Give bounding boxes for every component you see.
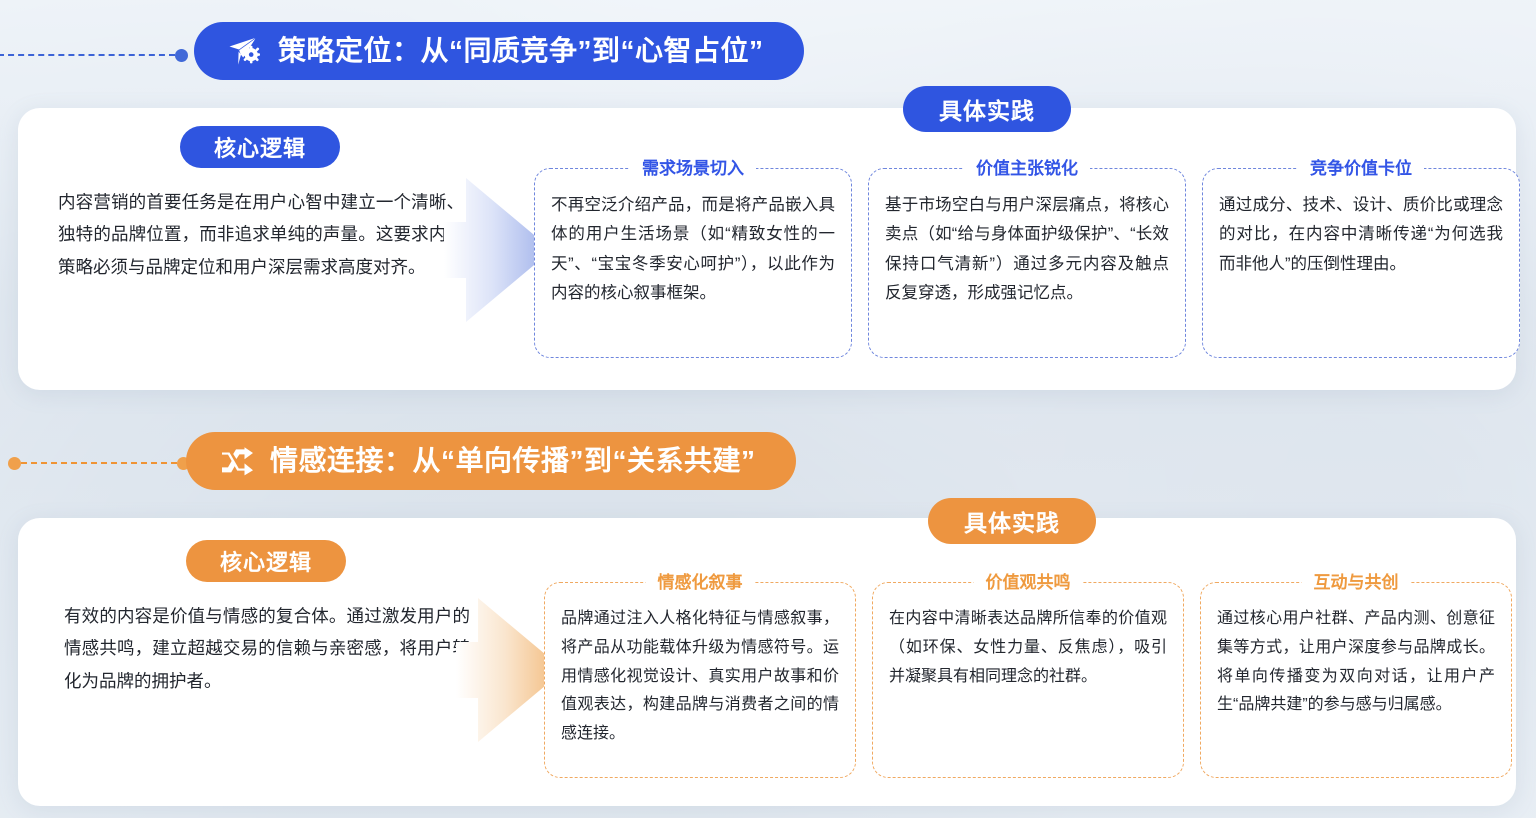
core-logic-badge-wrap: 核心逻辑 xyxy=(46,540,486,582)
practice-card-body: 基于市场空白与用户深层痛点，将核心卖点（如“给与身体面护级保护”、“长效保持口气… xyxy=(885,196,1169,303)
practice-badge-emotion: 具体实践 xyxy=(928,498,1096,544)
core-logic-badge-wrap: 核心逻辑 xyxy=(40,126,480,168)
connector-line-emotion xyxy=(8,456,190,470)
connector-dash xyxy=(0,54,175,56)
practice-card-title: 竞争价值卡位 xyxy=(1298,158,1424,180)
core-logic-column-emotion: 核心逻辑 有效的内容是价值与情感的复合体。通过激发用户的情感共鸣，建立超越交易的… xyxy=(46,540,486,697)
core-logic-badge: 核心逻辑 xyxy=(185,540,346,582)
flow-arrow-emotion xyxy=(456,590,566,750)
practice-card-title: 互动与共创 xyxy=(1301,572,1411,594)
core-logic-text: 有效的内容是价值与情感的复合体。通过激发用户的情感共鸣，建立超越交易的信赖与亲密… xyxy=(64,606,470,691)
practice-card-title: 价值观共鸣 xyxy=(973,572,1083,594)
section-header-title: 策略定位：从“同质竞争”到“心智占位” xyxy=(278,35,764,66)
connector-dot xyxy=(8,456,21,470)
core-logic-text: 内容营销的首要任务是在用户心智中建立一个清晰、独特的品牌位置，而非追求单纯的声量… xyxy=(58,192,464,277)
shuffle-arrows-icon xyxy=(220,446,254,476)
paper-plane-gear-icon xyxy=(228,36,262,66)
content-panel-emotion: 核心逻辑 有效的内容是价值与情感的复合体。通过激发用户的情感共鸣，建立超越交易的… xyxy=(18,498,1516,806)
practice-cards-emotion: 情感化叙事 品牌通过注入人格化特征与情感叙事，将产品从功能载体升级为情感符号。运… xyxy=(544,572,1512,778)
core-logic-column-strategy: 核心逻辑 内容营销的首要任务是在用户心智中建立一个清晰、独特的品牌位置，而非追求… xyxy=(40,126,480,283)
connector-dot xyxy=(175,48,188,62)
practice-badge-strategy: 具体实践 xyxy=(903,86,1071,132)
section-strategy: 策略定位：从“同质竞争”到“心智占位” 核心逻辑 内容营销的首要任务是在用户心智… xyxy=(0,0,1536,400)
practice-card-body: 通过核心用户社群、产品内测、创意征集等方式，让用户深度参与品牌成长。将单向传播变… xyxy=(1217,610,1495,714)
core-logic-badge: 核心逻辑 xyxy=(179,126,340,168)
flow-arrow-strategy xyxy=(444,170,554,330)
practice-card[interactable]: 价值观共鸣 在内容中清晰表达品牌所信奉的价值观（如环保、女性力量、反焦虑），吸引… xyxy=(872,572,1184,778)
section-emotion: 情感连接：从“单向传播”到“关系共建” 核心逻辑 有效的内容是价值与情感的复合体… xyxy=(8,432,1516,806)
practice-card[interactable]: 情感化叙事 品牌通过注入人格化特征与情感叙事，将产品从功能载体升级为情感符号。运… xyxy=(544,572,856,778)
practice-card-title: 情感化叙事 xyxy=(645,572,755,594)
practice-badge-label: 具体实践 xyxy=(903,86,1071,132)
practice-card-title: 需求场景切入 xyxy=(630,158,756,180)
practice-card[interactable]: 价值主张锐化 基于市场空白与用户深层痛点，将核心卖点（如“给与身体面护级保护”、… xyxy=(868,158,1186,358)
content-panel-strategy: 核心逻辑 内容营销的首要任务是在用户心智中建立一个清晰、独特的品牌位置，而非追求… xyxy=(18,86,1520,390)
section-header-emotion[interactable]: 情感连接：从“单向传播”到“关系共建” xyxy=(186,432,796,490)
connector-line-strategy xyxy=(0,48,188,62)
section-header-strategy[interactable]: 策略定位：从“同质竞争”到“心智占位” xyxy=(194,22,804,80)
connector-dash xyxy=(21,462,177,464)
practice-card[interactable]: 竞争价值卡位 通过成分、技术、设计、质价比或理念的对比，在内容中清晰传递“为何选… xyxy=(1202,158,1520,358)
practice-card-body: 通过成分、技术、设计、质价比或理念的对比，在内容中清晰传递“为何选我而非他人”的… xyxy=(1219,196,1503,273)
practice-cards-strategy: 需求场景切入 不再空泛介绍产品，而是将产品嵌入具体的用户生活场景（如“精致女性的… xyxy=(534,158,1520,358)
practice-badge-label: 具体实践 xyxy=(928,498,1096,544)
practice-card-body: 品牌通过注入人格化特征与情感叙事，将产品从功能载体升级为情感符号。运用情感化视觉… xyxy=(561,610,839,743)
practice-card-body: 不再空泛介绍产品，而是将产品嵌入具体的用户生活场景（如“精致女性的一天”、“宝宝… xyxy=(551,196,835,303)
practice-card-body: 在内容中清晰表达品牌所信奉的价值观（如环保、女性力量、反焦虑），吸引并凝聚具有相… xyxy=(889,610,1167,685)
practice-card[interactable]: 需求场景切入 不再空泛介绍产品，而是将产品嵌入具体的用户生活场景（如“精致女性的… xyxy=(534,158,852,358)
practice-card[interactable]: 互动与共创 通过核心用户社群、产品内测、创意征集等方式，让用户深度参与品牌成长。… xyxy=(1200,572,1512,778)
practice-card-title: 价值主张锐化 xyxy=(964,158,1090,180)
section-header-title: 情感连接：从“单向传播”到“关系共建” xyxy=(270,445,756,476)
